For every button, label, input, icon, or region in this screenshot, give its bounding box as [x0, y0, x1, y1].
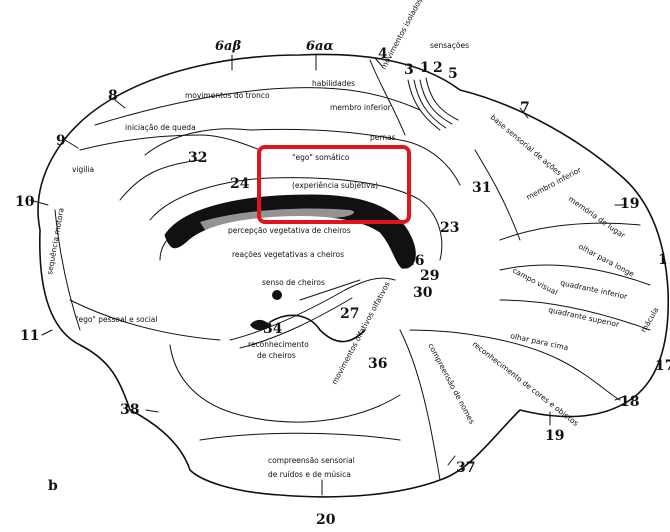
area-number-a6ab: 6aβ	[215, 39, 241, 54]
area-number-a23: 23	[440, 220, 459, 236]
area-number-a9: 9	[56, 133, 66, 149]
gyrus-line	[370, 60, 405, 135]
area-number-a18: 18	[620, 394, 639, 410]
tick	[146, 410, 158, 412]
label-membro-inferior: membro inferior	[330, 103, 392, 112]
label-pernas: pernas	[370, 133, 396, 142]
label-quadrante-inferior: quadrante inferior	[560, 278, 629, 301]
label-iniciacao-queda: iniciação de queda	[125, 123, 196, 132]
area-number-a30: 30	[413, 285, 433, 301]
area-number-a26: 26	[405, 253, 424, 269]
area-number-a10: 10	[15, 194, 35, 210]
label-percepcao-vegetativa: percepção vegetativa de cheiros	[228, 226, 351, 235]
area-number-a29: 29	[420, 268, 439, 284]
label-compreensao-nomes: compreensão de nomes	[426, 342, 476, 426]
area-number-a3: 3	[404, 62, 414, 78]
label-base-sensorial: base sensorial de ações	[489, 113, 564, 178]
label-movimentos-isolados: movimentos isolados	[379, 0, 424, 71]
area-number-a7: 7	[520, 100, 530, 116]
area-number-a2: 2	[433, 60, 443, 76]
area-number-a1b: 1	[658, 252, 668, 268]
label-olhar-longe: olhar para longe	[577, 242, 636, 279]
label-compreensao-sensorial-2: de ruídos e de música	[268, 470, 351, 479]
area-number-a1: 1	[420, 60, 430, 76]
label-senso-cheiros: senso de cheiros	[262, 278, 325, 287]
label-campo-visual: campo visual	[511, 266, 559, 297]
label-quadrante-superior: quadrante superior	[548, 305, 621, 329]
area-number-a19a: 19	[620, 196, 639, 212]
label-habilidades: habilidades	[312, 79, 355, 88]
gyrus-line	[414, 80, 446, 128]
area-number-a34: 34	[263, 321, 283, 337]
label-experiencia-subjetiva: (experiência subjetiva)	[292, 181, 378, 190]
area-number-a6aa: 6aα	[306, 39, 333, 54]
label-reconhecimento-cheiros-2: de cheiros	[257, 351, 296, 360]
figure-letter: b	[48, 478, 58, 494]
gyrus-line	[200, 433, 400, 440]
hemisphere-outline	[38, 54, 668, 496]
label-ego-pessoal: "ego" pessoal e social	[75, 315, 157, 324]
gyrus-line	[80, 135, 260, 150]
area-number-a20: 20	[316, 512, 336, 527]
area-number-a11: 11	[20, 328, 39, 344]
area-number-a5: 5	[448, 66, 458, 82]
label-compreensao-sensorial-1: compreensão sensorial	[268, 456, 355, 465]
area-number-a31: 31	[472, 180, 491, 196]
tick	[42, 330, 52, 335]
label-olhar-cima: olhar para cima	[510, 331, 570, 352]
area-number-a37: 37	[456, 460, 475, 476]
label-vigilia: vigília	[72, 165, 94, 174]
label-reconhecimento-cheiros-1: reconhecimento	[248, 340, 309, 349]
area-number-a38: 38	[120, 402, 139, 418]
label-reacoes-vegetativas: reações vegetativas a cheiros	[232, 250, 344, 259]
area-number-a27: 27	[340, 306, 359, 322]
label-movimentos-tronco: movimentos do tronco	[185, 91, 270, 100]
tick	[448, 456, 455, 465]
label-memoria-lugar: memória de lugar	[567, 194, 628, 240]
label-reconhecimento-cores: reconhecimento de cores e objetos	[471, 339, 581, 427]
gyrus-line	[408, 80, 440, 130]
tick	[65, 140, 78, 148]
label-ego-somatico: "ego" somático	[292, 153, 350, 162]
area-number-a24: 24	[230, 176, 250, 192]
area-number-a32: 32	[188, 150, 207, 166]
area-number-a36: 36	[368, 356, 387, 372]
label-sensacoes: sensações	[430, 41, 469, 50]
area-number-a19b: 19	[545, 428, 564, 444]
area-number-a8: 8	[108, 88, 118, 104]
olfactory-point	[272, 290, 282, 300]
area-number-a17: 17	[655, 358, 670, 374]
